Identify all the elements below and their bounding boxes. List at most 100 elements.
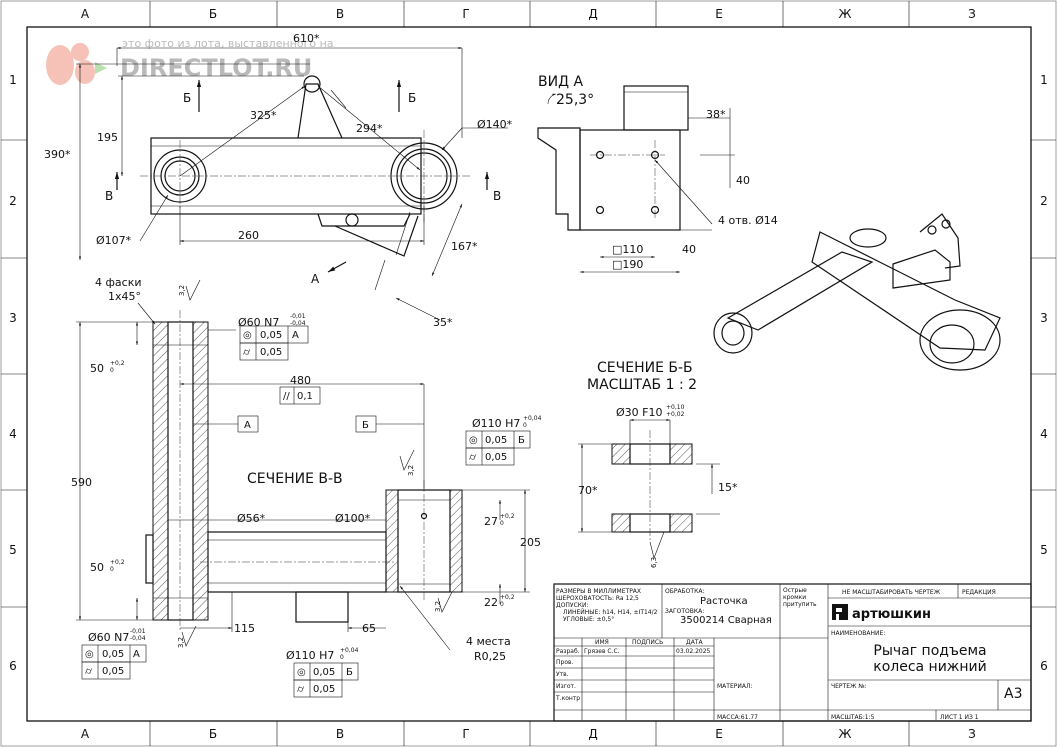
svg-text:0,05: 0,05 [102,649,124,660]
dim-d56: Ø56* [237,512,266,525]
roughness-mark: 3,2 [434,591,453,613]
tb-header: ПОДПИСЬ [632,639,663,646]
svg-text:3,2: 3,2 [177,637,185,648]
company-logo-icon [832,604,848,620]
zone-col-label: Ж [839,727,852,741]
svg-text:0,05: 0,05 [485,452,507,463]
dim-d110: Ø110 H7 [286,649,334,662]
dim-d60-tol: -0,04 [290,320,306,327]
dim-294: 294* [356,122,383,135]
zone-row-label: 6 [9,659,17,673]
tb-blank-label: ЗАГОТОВКА: [665,608,704,615]
tb-note: РАЗМЕРЫ В МИЛЛИМЕТРАХ [556,588,641,595]
dim-d30-tol: +0,10 [666,404,685,411]
svg-text://: // [283,391,290,402]
roughness-mark: 3,2 [178,279,201,301]
svg-text:3,2: 3,2 [178,285,186,296]
svg-text:⌭: ⌭ [297,684,305,695]
section-mark-b: Б [183,91,191,105]
svg-text:⌭: ⌭ [85,666,93,677]
zone-col-label: В [336,727,344,741]
datum-b-box [355,415,377,433]
tb-part-name: Рычаг подъема [873,643,986,659]
tb-edges-note: Острые [783,587,807,594]
note-places: 4 места [466,635,511,648]
tb-edges-note: притупить [783,601,817,608]
section-vv: СЕЧЕНИЕ В-В 4 фаски 1x45° [71,276,542,698]
svg-text:Б: Б [518,435,525,446]
dim-65: 65 [362,622,376,635]
tb-note: ЛИНЕЙНЫЕ: h14, H14, ±IT14/2 [563,609,658,616]
chamfer-note: 1x45° [108,290,141,303]
dim-d30: Ø30 F10 [616,406,662,419]
dim-110: □110 [612,243,643,256]
tb-role: Утв. [556,671,569,678]
dim-590: 590 [71,476,92,489]
dim-d60: Ø60 N7 [238,316,279,329]
tb-format: А3 [1004,686,1022,702]
zone-row-label: 5 [9,543,17,557]
tb-processing: Расточка [700,596,748,607]
svg-text:А: А [133,649,140,660]
dim-190: □190 [612,258,643,271]
dim-d100: Ø100* [335,512,371,525]
dim-27-tol: +0,2 [500,513,515,520]
section-bb-scale: МАСШТАБ 1 : 2 [587,377,697,393]
tb-note: ДОПУСКИ: [556,602,589,609]
tolerance-frame-cylindricity: ⌭ 0,05 [81,661,131,680]
tb-designer: Грязев С.С. [584,648,620,655]
zone-col-label: Г [462,727,469,741]
section-mark-v: В [493,189,501,203]
tb-date: 03.02.2025 [676,648,711,655]
dim-260: 260 [238,229,259,242]
roughness-mark: 3,2 [399,449,415,476]
zone-row-label: 4 [9,427,17,441]
dim-22-tol: 0 [500,601,504,608]
svg-text:◎: ◎ [243,330,252,341]
isometric-view [713,213,1001,371]
tb-blank: 3500214 Сварная [680,615,772,626]
zone-row-label: 4 [1040,427,1048,441]
dim-22: 22 [484,596,498,609]
tb-header: ДАТА [686,639,703,646]
zone-row-label: 2 [1040,194,1048,208]
dim-d60: Ø60 N7 [88,631,129,644]
tb-note: УГЛОВЫЕ: ±0,5° [563,616,614,623]
roughness-value: 6,3 [650,557,658,568]
zone-row-label: 2 [9,194,17,208]
dim-115: 115 [234,622,255,635]
tolerance-frame-cylindricity: ⌭ 0,05 [293,679,343,698]
svg-text:3,2: 3,2 [434,601,442,612]
zone-row-label: 5 [1040,543,1048,557]
tolerance-frame-cylindricity: ⌭ 0,05 [465,447,515,466]
view-mark-a: А [311,272,320,286]
tb-role: Т.контр [555,695,580,702]
tb-note: ШЕРОХОВАТОСТЬ: Ra 12,5 [556,595,639,602]
zone-row-label: 1 [9,73,17,87]
section-bb-title: СЕЧЕНИЕ Б-Б [597,360,693,376]
tb-header: ИМЯ [595,639,609,646]
watermark: это фото из лота, выставленного на DIREC… [46,37,334,85]
svg-text:А: А [292,330,299,341]
dim-195: 195 [97,131,118,144]
dim-38: 38* [706,108,726,121]
dim-167: 167* [451,240,478,253]
tb-name-label: НАИМЕНОВАНИЕ: [831,630,885,637]
zone-row-label: 6 [1040,659,1048,673]
view-a-title: ВИД А [538,74,583,90]
zone-row-label: 1 [1040,73,1048,87]
tb-processing-label: ОБРАБОТКА: [665,588,704,595]
svg-text:0,05: 0,05 [485,435,507,446]
tb-role: Изгот. [556,683,576,690]
dim-22-tol: +0,2 [500,594,515,601]
svg-text:0,05: 0,05 [102,666,124,677]
svg-text:Б: Б [346,667,353,678]
zone-col-label: А [81,7,90,21]
tb-role: Разраб. [556,648,580,655]
svg-text:0,05: 0,05 [313,684,335,695]
zone-row-label: 3 [1040,311,1048,325]
dim-d30-tol: +0,02 [666,411,685,418]
bracket-eye [303,75,321,93]
svg-text:⌭: ⌭ [243,347,251,358]
